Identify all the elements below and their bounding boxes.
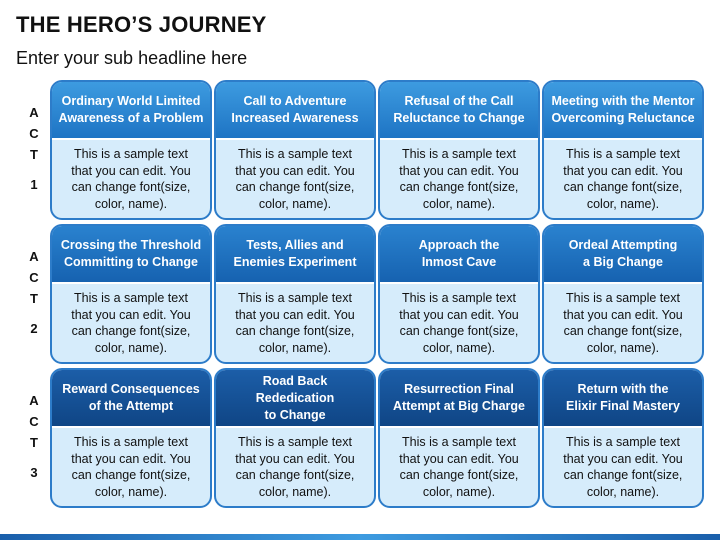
card-heading: Crossing the Threshold Committing to Cha…	[52, 226, 210, 284]
card-heading: Ordeal Attempting a Big Change	[544, 226, 702, 284]
act-letter: C	[29, 270, 39, 285]
stage-card-ordinary-world[interactable]: Ordinary World Limited Awareness of a Pr…	[50, 80, 212, 220]
card-body-text: This is a sample text that you can edit.…	[235, 291, 355, 355]
card-heading: Resurrection Final Attempt at Big Charge	[380, 370, 538, 428]
card-heading: Tests, Allies and Enemies Experiment	[216, 226, 374, 284]
act-1-row: Ordinary World Limited Awareness of a Pr…	[50, 80, 704, 220]
card-body-text: This is a sample text that you can edit.…	[563, 435, 683, 499]
card-heading: Ordinary World Limited Awareness of a Pr…	[52, 82, 210, 140]
card-heading: Approach the Inmost Cave	[380, 226, 538, 284]
card-body-text: This is a sample text that you can edit.…	[399, 435, 519, 499]
stage-card-return-with-elixir[interactable]: Return with the Elixir Final Mastery Thi…	[542, 368, 704, 508]
stage-card-reward[interactable]: Reward Consequences of the Attempt This …	[50, 368, 212, 508]
act-letter: A	[29, 393, 39, 408]
act-letter: T	[30, 291, 38, 306]
act-letter: T	[30, 435, 38, 450]
card-body-text: This is a sample text that you can edit.…	[71, 291, 191, 355]
page-subtitle: Enter your sub headline here	[16, 48, 248, 68]
card-body-text: This is a sample text that you can edit.…	[235, 147, 355, 211]
card-heading: Meeting with the Mentor Overcoming Reluc…	[544, 82, 702, 140]
stage-card-crossing-threshold[interactable]: Crossing the Threshold Committing to Cha…	[50, 224, 212, 364]
card-body-text: This is a sample text that you can edit.…	[399, 147, 519, 211]
card-body-text: This is a sample text that you can edit.…	[235, 435, 355, 499]
card-heading: Refusal of the Call Reluctance to Change	[380, 82, 538, 140]
stage-card-road-back[interactable]: Road Back Rededication to Change This is…	[214, 368, 376, 508]
stage-card-tests-allies-enemies[interactable]: Tests, Allies and Enemies Experiment Thi…	[214, 224, 376, 364]
card-body-text: This is a sample text that you can edit.…	[399, 291, 519, 355]
bottom-accent-bar	[0, 534, 720, 540]
card-heading: Call to Adventure Increased Awareness	[216, 82, 374, 140]
card-body-text: This is a sample text that you can edit.…	[71, 435, 191, 499]
stage-card-approach-inmost-cave[interactable]: Approach the Inmost Cave This is a sampl…	[378, 224, 540, 364]
act-letter: C	[29, 126, 39, 141]
card-heading: Reward Consequences of the Attempt	[52, 370, 210, 428]
act-number: 2	[30, 321, 38, 336]
act-3-row: Reward Consequences of the Attempt This …	[50, 368, 704, 508]
act-label-3: A C T 3	[24, 392, 44, 481]
card-body-text: This is a sample text that you can edit.…	[563, 291, 683, 355]
stage-card-ordeal[interactable]: Ordeal Attempting a Big Change This is a…	[542, 224, 704, 364]
act-label-2: A C T 2	[24, 248, 44, 337]
stage-card-refusal-of-the-call[interactable]: Refusal of the Call Reluctance to Change…	[378, 80, 540, 220]
act-number: 3	[30, 465, 38, 480]
act-letter: T	[30, 147, 38, 162]
card-body-text: This is a sample text that you can edit.…	[563, 147, 683, 211]
act-letter: A	[29, 249, 39, 264]
card-heading: Road Back Rededication to Change	[216, 370, 374, 428]
card-body-text: This is a sample text that you can edit.…	[71, 147, 191, 211]
stage-card-meeting-the-mentor[interactable]: Meeting with the Mentor Overcoming Reluc…	[542, 80, 704, 220]
card-heading: Return with the Elixir Final Mastery	[544, 370, 702, 428]
act-2-row: Crossing the Threshold Committing to Cha…	[50, 224, 704, 364]
act-letter: A	[29, 105, 39, 120]
act-number: 1	[30, 177, 38, 192]
act-label-1: A C T 1	[24, 104, 44, 193]
stage-card-call-to-adventure[interactable]: Call to Adventure Increased Awareness Th…	[214, 80, 376, 220]
stage-card-resurrection[interactable]: Resurrection Final Attempt at Big Charge…	[378, 368, 540, 508]
act-letter: C	[29, 414, 39, 429]
page-title: THE HERO’S JOURNEY	[16, 12, 267, 37]
